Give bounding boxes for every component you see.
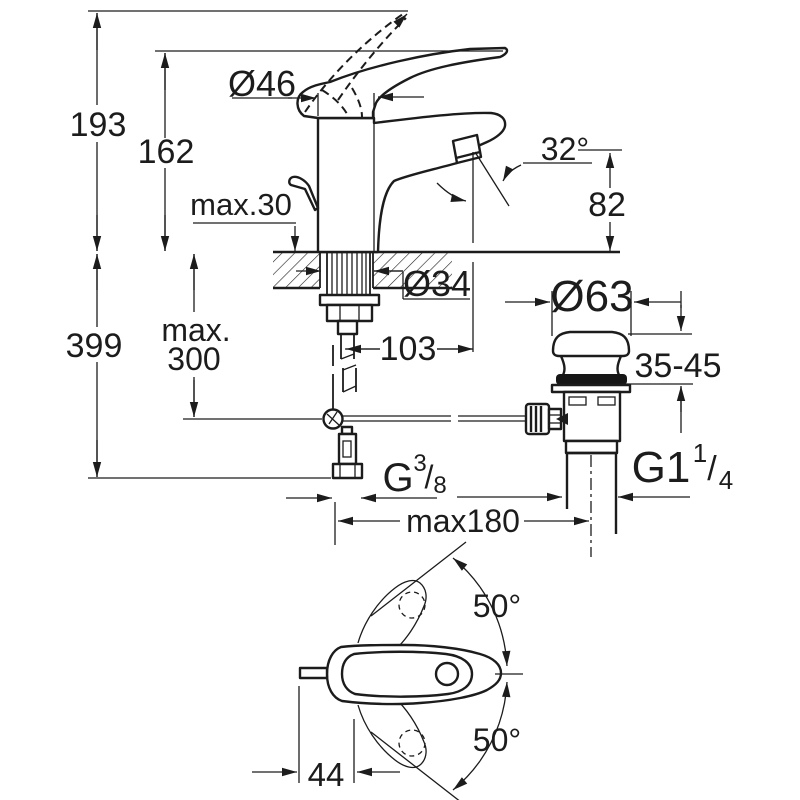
supply-hose [340, 334, 357, 393]
waste-thread-den: 4 [719, 465, 733, 495]
dim-rod-length-2: 300 [167, 341, 220, 377]
lever-handle-side [296, 46, 509, 120]
dim-handle-height: 162 [138, 133, 195, 171]
pop-up-waste [524, 330, 632, 557]
dim-clamping-range: 35-45 [635, 347, 722, 385]
dim-waste-cap-diameter: Ø63 [550, 272, 633, 321]
pop-up-rod [322, 345, 344, 430]
dim-spout-reach: 103 [380, 330, 437, 368]
waste-seal-ring [556, 374, 627, 385]
dim-swivel-down: 50° [473, 722, 521, 758]
dim-spout-angle: 32° [541, 131, 589, 167]
lever-phantom-down [357, 696, 427, 769]
waste-thread-num: 1 [693, 438, 707, 468]
handle-top-view [298, 541, 523, 800]
dim-outlet-height: 82 [588, 186, 626, 224]
dim-max-span: max180 [406, 503, 520, 539]
waste-thread-main: G1 [632, 443, 691, 492]
supply-thread-slash: / [425, 459, 434, 495]
linkage-rod [343, 415, 526, 422]
dim-total-height: 193 [70, 106, 127, 144]
waste-thread-slash: / [707, 450, 717, 488]
lever-top-face [340, 650, 474, 698]
mounting-shank-assembly [318, 253, 526, 480]
supply-thread-g: G [382, 456, 413, 500]
lever-phantom-up [357, 579, 427, 652]
dim-overall-depth: 399 [66, 327, 123, 365]
dim-deck-thickness: max.30 [190, 187, 292, 222]
dim-waste-thread: G1 1 / 4 [632, 438, 734, 495]
supply-thread-num: 3 [413, 450, 426, 477]
dim-supply-thread: G 3 / 8 [382, 450, 446, 500]
linkage-coupling-nut [524, 402, 568, 436]
dimension-arrows [92, 13, 690, 777]
supply-thread-den: 8 [433, 472, 446, 499]
dimension-labels: 193 162 max.30 Ø46 32° 82 Ø34 399 max. 3… [66, 63, 734, 793]
dim-hole-diameter: Ø34 [403, 263, 471, 304]
pull-rod-knob [288, 175, 320, 212]
dim-handle-axis-offset: 44 [308, 756, 345, 793]
dim-handle-diameter: Ø46 [228, 63, 296, 104]
dim-rod-length-1: max. [161, 312, 230, 348]
dim-swivel-up: 50° [473, 588, 521, 624]
pull-rod-top-view [298, 666, 329, 680]
aerator [451, 133, 483, 165]
supply-connector [331, 425, 364, 480]
